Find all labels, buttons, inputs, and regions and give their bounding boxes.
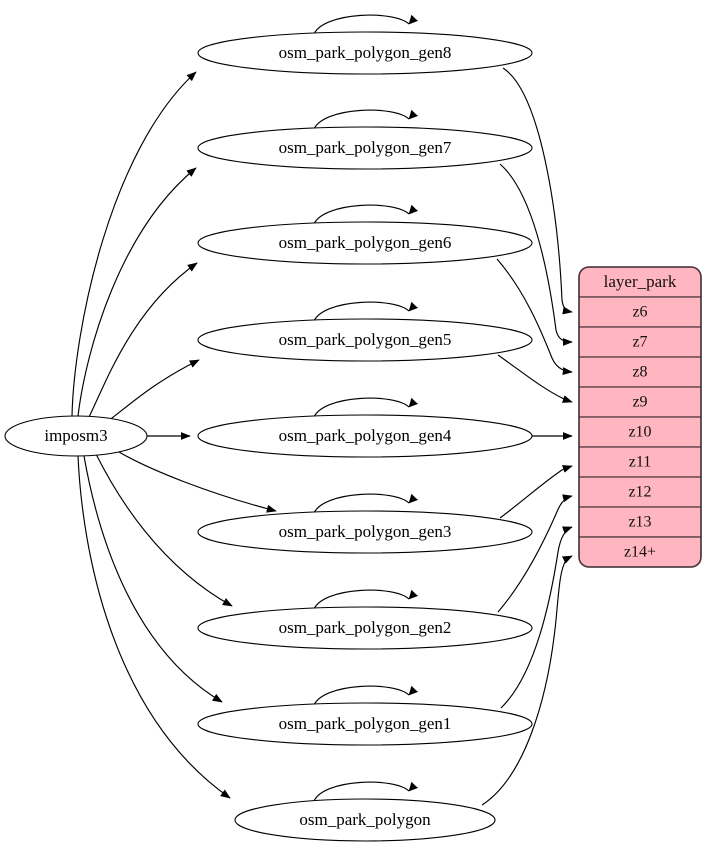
layer-row-label-z6: z6 bbox=[632, 304, 647, 321]
node-gen5[interactable]: osm_park_polygon_gen5 bbox=[197, 318, 533, 362]
gen2-ellipse[interactable] bbox=[197, 606, 533, 650]
edge-imposm3-to-base bbox=[77, 455, 231, 799]
self-loop-gen7 bbox=[313, 109, 419, 130]
gen1-label: osm_park_polygon_gen1 bbox=[279, 714, 452, 733]
self-loop-gen2 bbox=[313, 589, 419, 610]
layer-park-header-label: layer_park bbox=[604, 272, 677, 291]
edge-imposm3-to-gen2 bbox=[95, 453, 233, 607]
layer-row-label-z8: z8 bbox=[632, 364, 647, 381]
edge-gen6-to-z8 bbox=[496, 258, 573, 376]
self-loop-gen1 bbox=[313, 685, 419, 706]
self-loop-gen5 bbox=[313, 301, 419, 322]
edge-gen3-to-z11 bbox=[499, 465, 573, 519]
node-imposm3[interactable]: imposm3 bbox=[4, 415, 148, 457]
self-loop-base bbox=[313, 781, 419, 802]
edge-imposm3-to-gen7 bbox=[77, 167, 197, 417]
node-gen1[interactable]: osm_park_polygon_gen1 bbox=[197, 702, 533, 746]
edges-to-layer-table bbox=[481, 67, 573, 806]
layer-row-label-z12: z12 bbox=[628, 484, 651, 501]
edge-imposm3-to-gen5 bbox=[103, 359, 200, 425]
gen2-label: osm_park_polygon_gen2 bbox=[279, 618, 452, 637]
layer-row-label-z9: z9 bbox=[632, 394, 647, 411]
edge-imposm3-to-gen3 bbox=[118, 451, 277, 513]
imposm3-ellipse[interactable] bbox=[4, 415, 148, 457]
self-loop-gen6 bbox=[313, 204, 419, 225]
edges-from-source bbox=[71, 71, 277, 799]
edge-gen2-to-z12 bbox=[497, 494, 573, 613]
node-gen8[interactable]: osm_park_polygon_gen8 bbox=[197, 31, 533, 75]
edge-imposm3-to-gen6 bbox=[87, 262, 198, 420]
self-loop-gen8 bbox=[313, 14, 419, 35]
edge-imposm3-to-gen8 bbox=[71, 71, 197, 417]
layer-row-cell-z11[interactable] bbox=[578, 446, 702, 478]
edge-gen8-to-z6 bbox=[502, 67, 573, 315]
gen6-ellipse[interactable] bbox=[197, 221, 533, 265]
layer-row-cell-z10[interactable] bbox=[578, 416, 702, 448]
self-loop-gen4 bbox=[313, 397, 419, 418]
layer-row-label-z11: z11 bbox=[629, 454, 652, 471]
imposm3-label: imposm3 bbox=[44, 426, 107, 445]
gen4-label: osm_park_polygon_gen4 bbox=[279, 426, 452, 445]
gen6-label: osm_park_polygon_gen6 bbox=[279, 233, 452, 252]
edge-gen7-to-z7 bbox=[499, 163, 573, 346]
gen7-ellipse[interactable] bbox=[197, 126, 533, 170]
node-layer-park-table[interactable]: layer_park z6 z7 z8 z9 z10 z11 z12 z13 z… bbox=[578, 266, 702, 568]
base-label: osm_park_polygon bbox=[299, 810, 431, 829]
gen3-label: osm_park_polygon_gen3 bbox=[279, 522, 452, 541]
edge-gen1-to-z13 bbox=[500, 526, 573, 709]
node-base[interactable]: osm_park_polygon bbox=[234, 798, 496, 842]
gen1-ellipse[interactable] bbox=[197, 702, 533, 746]
edge-base-to-z14 bbox=[481, 555, 573, 806]
layer-park-table-outline bbox=[578, 266, 702, 568]
self-loops bbox=[313, 14, 419, 802]
node-gen3[interactable]: osm_park_polygon_gen3 bbox=[197, 510, 533, 554]
gen7-label: osm_park_polygon_gen7 bbox=[279, 138, 452, 157]
node-gen6[interactable]: osm_park_polygon_gen6 bbox=[197, 221, 533, 265]
layer-row-label-z13: z13 bbox=[628, 514, 651, 531]
base-ellipse[interactable] bbox=[234, 798, 496, 842]
layer-row-label-z7: z7 bbox=[632, 334, 647, 351]
layer-row-label-z14: z14+ bbox=[624, 544, 656, 561]
layer-row-label-z10: z10 bbox=[628, 424, 651, 441]
node-gen2[interactable]: osm_park_polygon_gen2 bbox=[197, 606, 533, 650]
node-gen4[interactable]: osm_park_polygon_gen4 bbox=[197, 414, 533, 458]
gen5-ellipse[interactable] bbox=[197, 318, 533, 362]
edge-imposm3-to-gen1 bbox=[83, 455, 223, 703]
gen5-label: osm_park_polygon_gen5 bbox=[279, 330, 452, 349]
self-loop-gen3 bbox=[313, 493, 419, 514]
gen8-ellipse[interactable] bbox=[197, 31, 533, 75]
gen3-ellipse[interactable] bbox=[197, 510, 533, 554]
gen4-ellipse[interactable] bbox=[197, 414, 533, 458]
node-gen7[interactable]: osm_park_polygon_gen7 bbox=[197, 126, 533, 170]
gen8-label: osm_park_polygon_gen8 bbox=[279, 43, 452, 62]
edge-gen5-to-z9 bbox=[497, 354, 573, 403]
